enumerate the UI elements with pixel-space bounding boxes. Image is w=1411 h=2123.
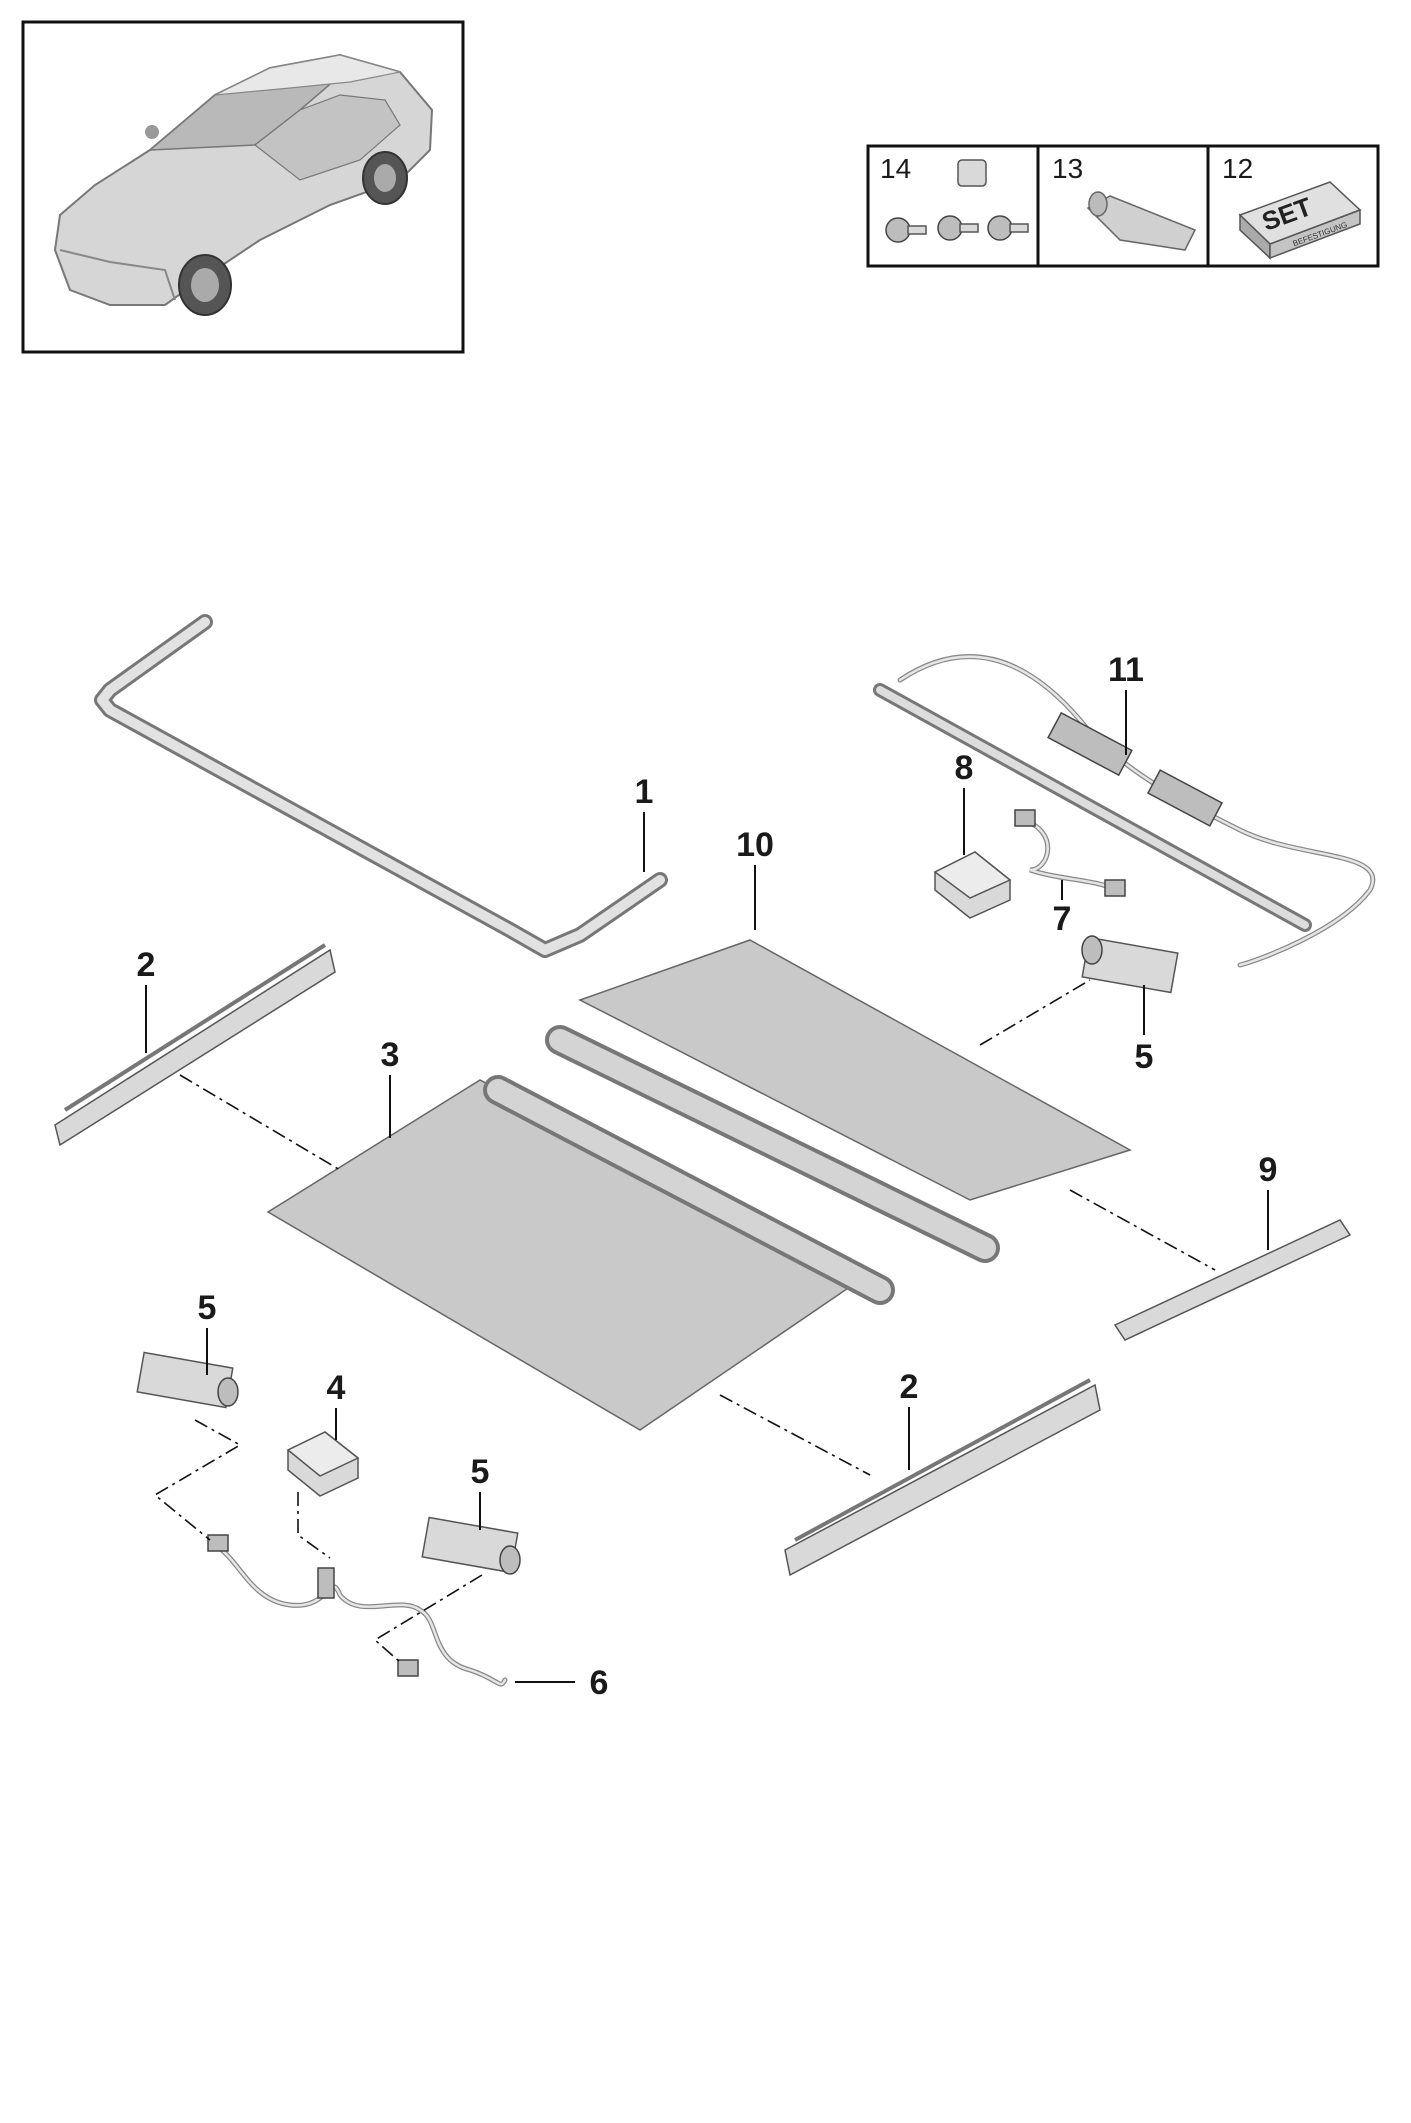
part-5-motor-right	[1081, 935, 1179, 994]
callout-2-lower: 2	[900, 1368, 919, 1406]
car-illustration	[53, 53, 434, 316]
part-3-front-blind	[266, 1075, 895, 1431]
part-10-rear-blind	[545, 939, 1132, 1263]
screws-icon	[885, 159, 1029, 243]
legend-box-12: 12 SET BEFESTIGUNG	[1206, 144, 1380, 268]
part-2-rail-lower	[784, 1378, 1101, 1577]
part-2-rail-upper	[54, 943, 336, 1147]
legend-number-12: 12	[1222, 153, 1253, 184]
callout-2-upper: 2	[137, 946, 156, 984]
callout-3: 3	[381, 1036, 400, 1074]
part-8-control-unit	[933, 851, 1012, 919]
callout-5-left: 5	[198, 1289, 217, 1327]
callout-8: 8	[955, 749, 974, 787]
vehicle-thumbnail	[21, 20, 465, 354]
callout-labels: 1 2 3 10 11 8 7 5 9 5 4 5 2 6	[137, 651, 1278, 1702]
part-9-cross-member	[1113, 1219, 1352, 1341]
leader-lines	[145, 690, 1269, 1683]
part-4-control-unit	[286, 1431, 360, 1497]
assembly-lines	[153, 979, 1216, 1663]
legend-number-13: 13	[1052, 153, 1083, 184]
callout-1: 1	[635, 773, 654, 811]
callout-9: 9	[1259, 1151, 1278, 1189]
legend-box-13: 13	[1036, 144, 1210, 268]
callout-5-right: 5	[1135, 1038, 1154, 1076]
part-5-motor-left	[136, 1351, 239, 1409]
callout-7: 7	[1053, 900, 1072, 938]
callout-4: 4	[327, 1369, 346, 1407]
sealant-tube-icon	[1086, 191, 1197, 251]
legend-box-14: 14	[866, 144, 1040, 268]
part-1-frame	[94, 614, 668, 958]
callout-10: 10	[736, 826, 774, 864]
callout-6: 6	[590, 1664, 609, 1702]
part-11-rear-bracket	[873, 654, 1376, 968]
callout-5-middle: 5	[471, 1453, 490, 1491]
legend-number-14: 14	[880, 153, 911, 184]
callout-11: 11	[1108, 651, 1144, 689]
part-6-harness	[207, 1534, 508, 1687]
part-5-motor-middle	[421, 1516, 521, 1575]
part-7-harness	[1014, 809, 1126, 897]
